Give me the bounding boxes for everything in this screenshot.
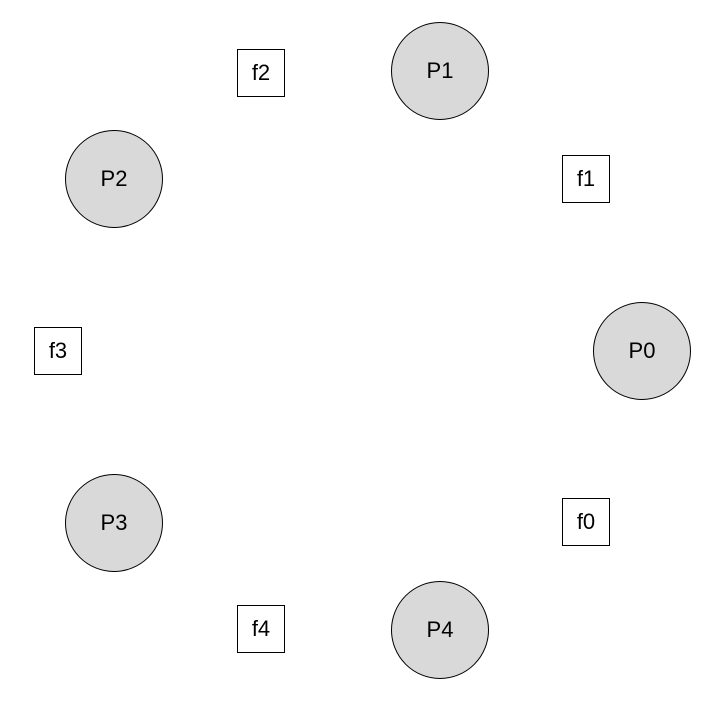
philosopher-label: P2 xyxy=(100,166,128,191)
philosopher-p2: P2 xyxy=(65,130,163,228)
fork-label: f3 xyxy=(48,338,68,363)
fork-f0: f0 xyxy=(562,498,610,546)
philosopher-label: P1 xyxy=(426,58,454,83)
philosopher-p0: P0 xyxy=(593,302,691,400)
fork-label: f2 xyxy=(251,60,271,85)
philosopher-label: P0 xyxy=(628,338,656,363)
philosopher-p1: P1 xyxy=(391,22,489,120)
fork-f2: f2 xyxy=(237,49,285,97)
fork-label: f0 xyxy=(576,509,596,534)
fork-label: f1 xyxy=(576,166,596,191)
fork-f4: f4 xyxy=(237,605,285,653)
philosopher-label: P4 xyxy=(426,617,454,642)
fork-label: f4 xyxy=(251,616,271,641)
fork-f3: f3 xyxy=(34,327,82,375)
philosopher-p4: P4 xyxy=(391,581,489,679)
philosopher-label: P3 xyxy=(100,510,128,535)
philosopher-p3: P3 xyxy=(65,474,163,572)
fork-f1: f1 xyxy=(562,155,610,203)
